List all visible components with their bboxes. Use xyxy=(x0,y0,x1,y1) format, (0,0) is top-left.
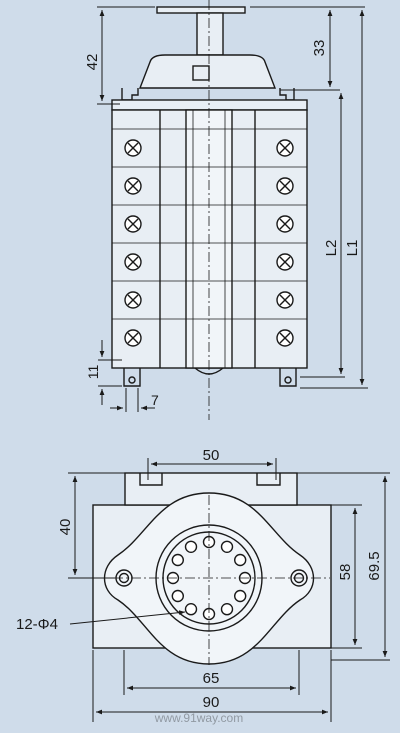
bottom-left-foot xyxy=(123,368,141,387)
label-L2: L2 xyxy=(323,240,340,257)
label-11: 11 xyxy=(85,365,101,380)
screw-slot xyxy=(279,256,291,268)
hole-leader xyxy=(69,610,186,625)
label-58: 58 xyxy=(337,564,354,581)
screw-slot xyxy=(279,332,291,344)
front-view xyxy=(111,0,308,420)
top-left-clip xyxy=(121,88,139,101)
bottom-right-foot xyxy=(279,368,297,387)
handle-plate xyxy=(156,6,246,14)
body-flange xyxy=(111,99,308,111)
screw-slot xyxy=(279,142,291,154)
label-50: 50 xyxy=(203,447,220,464)
screw-slot xyxy=(279,180,291,192)
contact-hole xyxy=(184,603,198,616)
label-40: 40 xyxy=(57,519,74,536)
label-42: 42 xyxy=(84,54,101,71)
bottom-view xyxy=(92,472,332,665)
label-69-5: 69.5 xyxy=(366,551,383,580)
label-L1: L1 xyxy=(344,240,361,257)
terminal-rows xyxy=(112,128,307,347)
contact-hole xyxy=(184,540,198,553)
bonnet-nut xyxy=(192,65,210,81)
label-90: 90 xyxy=(203,694,220,711)
screw-slot xyxy=(127,256,139,268)
contact-hole xyxy=(220,603,234,616)
contact-hole xyxy=(171,589,185,603)
screw-slot xyxy=(127,294,139,306)
contact-hole xyxy=(233,589,247,603)
screw-slot xyxy=(127,180,139,192)
contact-hole xyxy=(171,553,185,567)
top-right-clip xyxy=(279,88,295,101)
bottom-dimensions xyxy=(68,458,390,722)
screw-slot xyxy=(279,218,291,230)
label-33: 33 xyxy=(311,40,328,57)
screw-slot xyxy=(127,142,139,154)
screw-slot xyxy=(279,294,291,306)
shaft xyxy=(196,12,224,56)
label-hole-spec: 12-Φ4 xyxy=(16,616,58,633)
front-dimensions xyxy=(97,6,368,412)
top-block xyxy=(124,472,298,506)
label-65: 65 xyxy=(203,670,220,687)
contact-hole xyxy=(220,540,234,553)
watermark: www.91way.com xyxy=(154,711,243,725)
screw-slot xyxy=(127,332,139,344)
screw-slot xyxy=(127,218,139,230)
contact-hole xyxy=(233,553,247,567)
label-7: 7 xyxy=(151,392,159,408)
